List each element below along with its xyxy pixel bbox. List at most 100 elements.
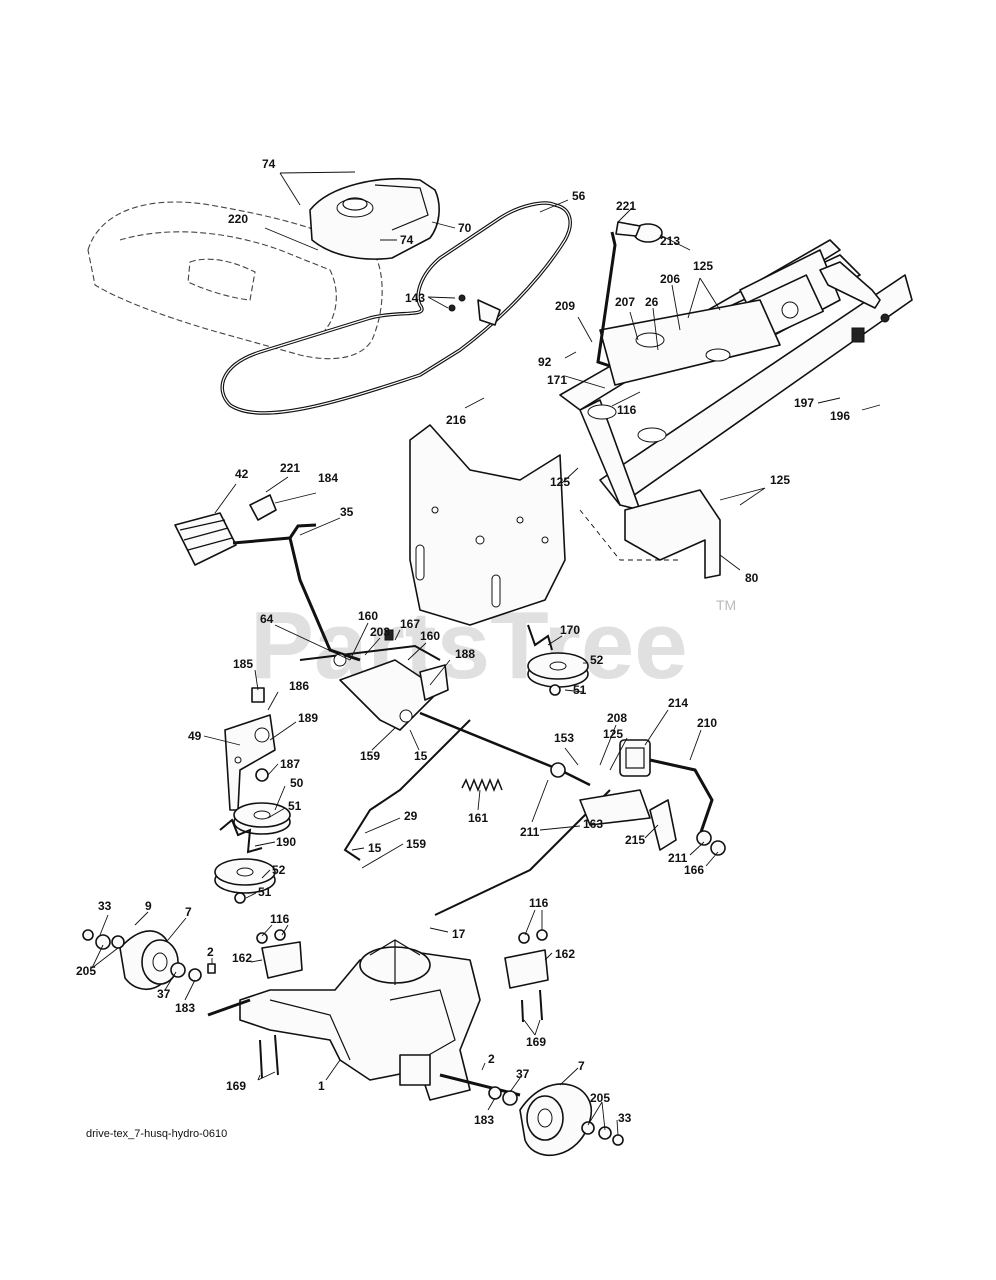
callout-183: 183 [474,1113,494,1127]
callout-37: 37 [157,987,171,1001]
callout-29: 29 [404,809,418,823]
callout-7: 7 [578,1059,585,1073]
callout-35: 35 [340,505,354,519]
callout-221: 221 [280,461,300,475]
callout-162: 162 [555,947,575,961]
callout-185: 185 [233,657,253,671]
diagram-id: drive-tex_7-husq-hydro-0610 [86,1128,227,1140]
callout-188: 188 [455,647,475,661]
callout-163: 163 [583,817,603,831]
callout-206: 206 [660,272,680,286]
callout-80: 80 [745,571,759,585]
callout-2: 2 [488,1052,495,1066]
callout-51: 51 [573,683,587,697]
callout-159: 159 [406,837,426,851]
pulley-52-upper [527,624,589,696]
callout-210: 210 [697,716,717,730]
callout-15: 15 [414,749,428,763]
spring-190 [219,818,263,854]
callout-52: 52 [272,863,286,877]
bracket-162-right [504,949,549,989]
callout-37: 37 [516,1067,530,1081]
pivot-assembly [299,629,449,731]
callout-125: 125 [603,727,623,741]
drive-belt [220,201,572,415]
callout-166: 166 [684,863,704,877]
pulley-50 [233,802,291,835]
callout-2: 2 [207,945,214,959]
callout-197: 197 [794,396,814,410]
callout-74: 74 [400,233,414,247]
callout-64: 64 [260,612,274,626]
callout-183: 183 [175,1001,195,1015]
chassis-frame [559,239,913,511]
callout-184: 184 [318,471,338,485]
callout-9: 9 [145,899,152,913]
callout-15: 15 [368,841,382,855]
callout-labels: 74 220 70 56 74 221 213 125 206 209 207 … [76,157,850,1127]
rod-197 [819,261,881,309]
callout-116: 116 [529,896,549,910]
callout-50: 50 [290,776,304,790]
leader-lines [91,171,881,1136]
callout-74: 74 [262,157,276,171]
callout-160: 160 [420,629,440,643]
callout-221: 221 [616,199,636,213]
callout-171: 171 [547,373,567,387]
callout-208: 208 [607,711,627,725]
callout-70: 70 [458,221,472,235]
callout-215: 215 [625,833,645,847]
callout-190: 190 [276,835,296,849]
wheel-hub-right [488,1083,624,1156]
callout-169: 169 [226,1079,246,1093]
callout-33: 33 [98,899,112,913]
callout-213: 213 [660,234,680,248]
brake-pedal [579,739,726,856]
console-cover [309,177,440,260]
callout-49: 49 [188,729,202,743]
watermark-tm: TM [716,597,736,613]
callout-169: 169 [526,1035,546,1049]
callout-125: 125 [693,259,713,273]
bracket-162-left [261,941,303,979]
callout-162: 162 [232,951,252,965]
rod-163 [434,789,611,916]
callout-205: 205 [590,1091,610,1105]
callout-125: 125 [550,475,570,489]
callout-1: 1 [318,1079,325,1093]
callout-26: 26 [645,295,659,309]
lift-handle [174,494,361,662]
front-panel [409,424,566,626]
callout-51: 51 [288,799,302,813]
callout-116: 116 [617,403,637,417]
callout-42: 42 [235,467,249,481]
callout-116: 116 [270,912,290,926]
callout-211: 211 [520,825,540,839]
callout-153: 153 [554,731,574,745]
callout-216: 216 [446,413,466,427]
wheel-hub-left [82,929,216,990]
callout-186: 186 [289,679,309,693]
callout-207: 207 [615,295,635,309]
callout-159: 159 [360,749,380,763]
lever-209 [596,231,617,368]
callout-189: 189 [298,711,318,725]
callout-33: 33 [618,1111,632,1125]
callout-161: 161 [468,811,488,825]
callout-52: 52 [590,653,604,667]
callout-170: 170 [560,623,580,637]
callout-196: 196 [830,409,850,423]
callout-92: 92 [538,355,552,369]
callout-160: 160 [358,609,378,623]
spring-161 [461,777,503,793]
callout-17: 17 [452,927,466,941]
rod-29 [343,719,471,861]
transaxle [207,939,521,1101]
callout-167: 167 [400,617,420,631]
callout-209: 209 [555,299,575,313]
idler-arm [224,687,276,811]
callout-214: 214 [668,696,688,710]
seat-outline [87,201,383,360]
pulley-52-lower [214,858,276,904]
